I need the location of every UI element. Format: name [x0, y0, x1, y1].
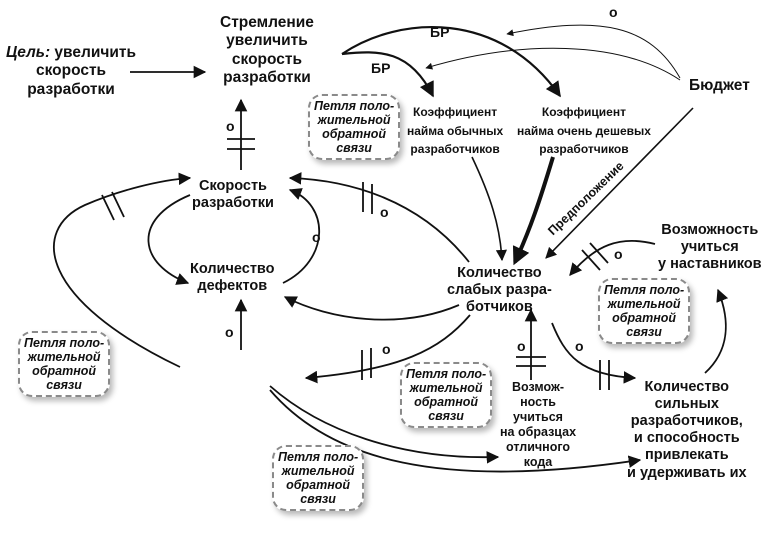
goal-prefix: Цель:	[6, 44, 51, 61]
delay-mark	[227, 138, 255, 150]
node-budget: Бюджет	[689, 77, 750, 94]
edge-loop-to-speed	[53, 172, 192, 368]
edge-label-o: о	[225, 324, 234, 340]
edge-mentors-to-weak	[569, 239, 656, 276]
node-weak-devs: Количество слабых разра- ботчиков	[447, 265, 552, 316]
edge-label-br: БР	[430, 24, 450, 40]
node-defects: Количество дефектов	[190, 261, 275, 295]
edge-label-br: БР	[371, 60, 391, 76]
node-regular-hire: Коэффициент найма обычных разработчиков	[407, 105, 504, 157]
edge-weak-to-strong	[551, 322, 637, 384]
delay-mark	[599, 360, 610, 390]
delay-mark	[362, 182, 373, 214]
edge-label-o: о	[517, 338, 526, 354]
delay-mark	[516, 356, 546, 367]
delay-mark	[361, 348, 372, 380]
loop-callout: Петля поло- жительной обратной связи	[400, 362, 493, 428]
edge-label-o: о	[575, 338, 584, 354]
edge-weak-to-defects	[283, 296, 460, 321]
edge-defects-to-speed	[282, 188, 321, 284]
edge-budget-to-regular	[425, 47, 681, 81]
node-dev-speed: Скорость разработки	[192, 178, 274, 212]
delay-mark	[101, 191, 125, 221]
edge-label-o: о	[614, 246, 623, 262]
edge-regular-hire-to-weak	[471, 156, 508, 262]
loop-callout: Петля поло- жительной обратной связи	[308, 94, 401, 160]
node-code-samples: Возмож- ность учиться на образцах отличн…	[500, 380, 577, 469]
edge-label-o: о	[380, 204, 389, 220]
node-goal: Цель: увеличить скорость разработки	[6, 44, 137, 98]
edge-weak-to-speed	[288, 172, 470, 263]
edge-budget-assumption	[545, 107, 694, 259]
loop-callout: Петля поло- жительной обратной связи	[18, 331, 111, 397]
edge-label-o: о	[609, 4, 618, 20]
delay-mark	[581, 242, 609, 271]
loop-callout: Петля поло- жительной обратной связи	[272, 445, 365, 511]
edge-desire-to-regular-hire	[341, 51, 434, 98]
edge-budget-to-cheap	[506, 24, 681, 79]
edge-desire-to-cheap-hire	[341, 25, 561, 98]
node-mentors: Возможность учиться у наставников	[658, 222, 762, 273]
edge-weak-to-left	[304, 314, 471, 384]
edge-cheap-hire-to-weak	[512, 156, 555, 266]
edge-label-o: о	[226, 118, 235, 134]
node-cheap-hire: Коэффициент найма очень дешевых разработ…	[517, 105, 651, 157]
node-desire: Стремление увеличить скорость разработки	[220, 14, 314, 86]
edge-label-o: о	[312, 229, 321, 245]
edge-to-code-samples	[269, 385, 500, 464]
edge-strong-to-mentors	[704, 288, 729, 374]
loop-callout: Петля поло- жительной обратной связи	[598, 278, 691, 344]
edge-speed-to-defects	[147, 194, 191, 285]
edge-label-o: о	[382, 341, 391, 357]
edge-to-strong-devs	[269, 389, 642, 473]
node-strong-devs: Количество сильных разработчиков, и спос…	[627, 379, 747, 481]
